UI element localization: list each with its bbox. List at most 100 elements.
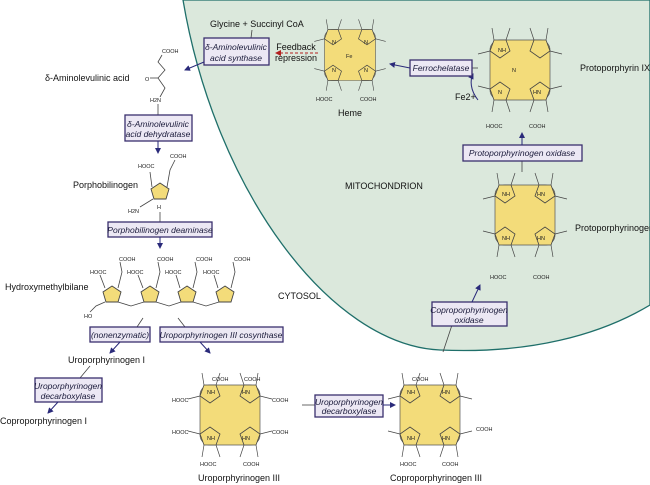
svg-text:Porphobilinogen deaminase: Porphobilinogen deaminase — [107, 225, 213, 235]
svg-text:acid synthase: acid synthase — [210, 53, 262, 63]
hmb-label: Hydroxymethylbilane — [5, 282, 89, 292]
uro3-label: Uroporphyrinogen III — [198, 473, 280, 483]
svg-text:HOOC: HOOC — [90, 270, 107, 276]
svg-text:HOOC: HOOC — [165, 270, 182, 276]
enzyme-ala-dehydratase: δ-Aminolevulinic acid dehydratase — [124, 114, 193, 142]
svg-text:oxidase: oxidase — [454, 315, 484, 325]
svg-text:HN: HN — [242, 436, 250, 442]
svg-text:NH: NH — [498, 48, 506, 54]
protogen-structure: NH HN NH HN HOOC COOH — [482, 172, 568, 281]
svg-text:HOOC: HOOC — [127, 270, 144, 276]
svg-text:HOOC: HOOC — [203, 270, 220, 276]
enzyme-ferrochelatase: Ferrochelatase — [409, 59, 473, 77]
svg-text:NH: NH — [207, 436, 215, 442]
heme-label: Heme — [338, 108, 362, 118]
svg-text:COOH: COOH — [157, 257, 174, 263]
svg-text:HN: HN — [242, 390, 250, 396]
enzyme-uro-cosynthase: Uroporphyrinogen III cosynthase — [159, 326, 284, 343]
svg-text:COOH: COOH — [196, 257, 213, 263]
repression-label: repression — [275, 53, 317, 63]
svg-text:HOOC: HOOC — [486, 124, 503, 130]
svg-text:HOOC: HOOC — [490, 275, 507, 281]
svg-text:N: N — [498, 90, 502, 96]
svg-text:COOH: COOH — [162, 49, 179, 55]
svg-text:COOH: COOH — [272, 430, 289, 436]
enzyme-uro-decarboxylase-3: Uroporphyrinogen decarboxylase — [314, 394, 384, 418]
svg-text:N: N — [332, 68, 336, 74]
svg-text:HOOC: HOOC — [172, 398, 189, 404]
svg-text:HN: HN — [442, 390, 450, 396]
svg-text:δ-Aminolevulinic: δ-Aminolevulinic — [127, 119, 190, 129]
copro3-label: Coproporphyrinogen III — [390, 473, 482, 483]
mitochondrion-label: MITOCHONDRION — [345, 181, 423, 191]
svg-text:H2N: H2N — [128, 209, 139, 215]
ala-label: δ-Aminolevulinic acid — [45, 73, 130, 83]
svg-text:Coproporphyrinogen: Coproporphyrinogen — [430, 305, 508, 315]
svg-text:COOH: COOH — [272, 398, 289, 404]
svg-text:Protoporphyrinogen oxidase: Protoporphyrinogen oxidase — [469, 148, 576, 158]
enzyme-copro-oxidase: Coproporphyrinogen oxidase — [430, 301, 508, 327]
svg-text:HOOC: HOOC — [400, 462, 417, 468]
svg-text:COOH: COOH — [119, 257, 136, 263]
uro3-structure: NH HN NH HN COOH COOH HOOC COOH HOOC COOH HOO… — [172, 372, 289, 468]
svg-text:Uroporphyrinogen: Uroporphyrinogen — [34, 381, 102, 391]
svg-text:N: N — [364, 40, 368, 46]
svg-text:COOH: COOH — [533, 275, 550, 281]
svg-text:HOOC: HOOC — [138, 164, 155, 170]
svg-text:HO: HO — [84, 314, 93, 320]
svg-text:COOH: COOH — [234, 257, 251, 263]
svg-text:HN: HN — [442, 436, 450, 442]
svg-text:O: O — [145, 77, 150, 83]
svg-text:Uroporphyrinogen III cosynthas: Uroporphyrinogen III cosynthase — [160, 330, 283, 340]
svg-text:Uroporphyrinogen: Uroporphyrinogen — [315, 397, 383, 407]
svg-text:NH: NH — [502, 236, 510, 242]
svg-text:COOH: COOH — [212, 377, 229, 383]
pbg-label: Porphobilinogen — [73, 180, 138, 190]
svg-text:HN: HN — [537, 192, 545, 198]
svg-text:HOOC: HOOC — [172, 430, 189, 436]
svg-text:δ-Aminolevulinic: δ-Aminolevulinic — [205, 42, 268, 52]
svg-text:NH: NH — [407, 436, 415, 442]
svg-text:COOH: COOH — [476, 427, 493, 433]
svg-text:COOH: COOH — [412, 377, 429, 383]
svg-text:decarboxylase: decarboxylase — [322, 406, 377, 416]
svg-text:N: N — [332, 40, 336, 46]
copro1-label: Coproporphyrinogen I — [0, 416, 87, 426]
svg-text:H2N: H2N — [150, 98, 161, 104]
svg-text:NH: NH — [502, 192, 510, 198]
svg-text:COOH: COOH — [529, 124, 546, 130]
substrates-label: Glycine + Succinyl CoA — [210, 19, 304, 29]
svg-text:HN: HN — [533, 90, 541, 96]
svg-text:HN: HN — [537, 236, 545, 242]
svg-text:Ferrochelatase: Ferrochelatase — [413, 63, 470, 73]
hmb-structure: HOOC COOH HOOC COOH HOOC COOH HOOC COOH HO — [84, 257, 251, 320]
svg-text:HOOC: HOOC — [200, 462, 217, 468]
svg-text:H: H — [157, 205, 161, 211]
cytosol-label: CYTOSOL — [278, 291, 321, 301]
enzyme-uro-decarboxylase-1: Uroporphyrinogen decarboxylase — [34, 377, 103, 403]
feedback-label: Feedback — [276, 42, 316, 52]
svg-text:decarboxylase: decarboxylase — [41, 391, 96, 401]
enzyme-protogen-oxidase: Protoporphyrinogen oxidase — [462, 144, 583, 162]
uro1-label: Uroporphyrinogen I — [68, 355, 145, 365]
svg-text:COOH: COOH — [442, 462, 459, 468]
fe-label: Fe2+ — [455, 92, 476, 102]
svg-text:N: N — [512, 68, 516, 74]
enzyme-pbg-deaminase: Porphobilinogen deaminase — [107, 221, 213, 238]
protogen-label: Protoporphyrinogen IX — [575, 223, 650, 233]
enzyme-ala-synthase: δ-Aminolevulinic acid synthase — [203, 37, 270, 66]
svg-text:COOH: COOH — [360, 97, 377, 103]
svg-text:(nonenzymatic): (nonenzymatic) — [91, 330, 149, 340]
svg-text:HOOC: HOOC — [316, 97, 333, 103]
proto-label: Protoporphyrin IX — [580, 63, 650, 73]
svg-text:NH: NH — [407, 390, 415, 396]
svg-text:N: N — [364, 68, 368, 74]
svg-text:NH: NH — [207, 390, 215, 396]
svg-text:Fe: Fe — [346, 54, 352, 60]
svg-text:COOH: COOH — [170, 154, 187, 160]
svg-text:COOH: COOH — [244, 377, 261, 383]
svg-text:acid dehydratase: acid dehydratase — [126, 129, 191, 139]
